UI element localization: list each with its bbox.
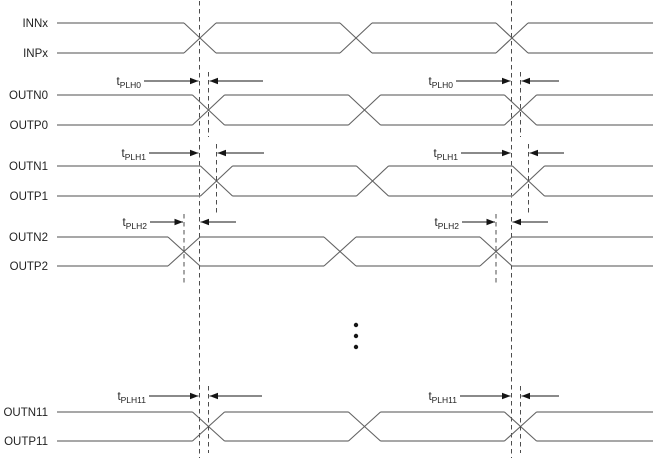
delay-label-tPLH0-left: tPLH0 — [117, 76, 142, 90]
waveform-INPx-edges — [183, 22, 529, 54]
signal-label-OUTN11: OUTN11 — [3, 407, 48, 419]
delay-label-tPLH2-left-arrow-forward-head — [174, 218, 183, 226]
delay-label-tPLH0-right-arrow-forward-head — [502, 77, 511, 85]
signal-label-OUTP1: OUTP1 — [10, 191, 48, 203]
delay-label-tPLH1-right: tPLH1 — [434, 148, 459, 162]
delay-label-tPLH11-right-arrow-forward-head — [502, 392, 511, 400]
waveform-OUTN1-levels — [57, 165, 653, 197]
delay-label-tPLH0-left-arrow-backward-head — [209, 77, 218, 85]
delay-label-tPLH2-left-arrow-backward-head — [200, 218, 209, 226]
signal-label-OUTP11: OUTP11 — [4, 436, 48, 448]
delay-label-tPLH2-left: tPLH2 — [123, 217, 148, 231]
waveform-OUTN2-levels — [57, 236, 653, 267]
delay-label-tPLH11-right-arrow-backward-head — [521, 392, 530, 400]
waveform-OUTN11-levels — [57, 411, 653, 442]
delay-label-tPLH2-right-arrow-forward-head — [486, 218, 495, 226]
waveform-OUTP2-levels — [57, 236, 653, 267]
delay-label-tPLH0-right: tPLH0 — [429, 76, 454, 90]
delay-label-tPLH0-left-arrow-forward-head — [190, 77, 199, 85]
waveform-OUTP1-edges — [200, 165, 545, 197]
signal-label-OUTN0: OUTN0 — [9, 90, 48, 102]
waveform-OUTP0-levels — [57, 94, 653, 126]
signal-label-OUTN1: OUTN1 — [9, 161, 48, 173]
signal-label-INPx: INPx — [23, 48, 48, 60]
delay-label-tPLH1-right-arrow-forward-head — [502, 149, 511, 157]
delay-label-tPLH1-left-arrow-forward-head — [190, 149, 199, 157]
waveform-OUTP11-levels — [57, 411, 653, 442]
delay-label-tPLH1-left: tPLH1 — [122, 148, 147, 162]
delay-label-tPLH0-right-arrow-backward-head — [521, 77, 530, 85]
signal-label-INNx: INNx — [22, 18, 48, 30]
waveform-OUTN0-levels — [57, 94, 653, 126]
waveform-INPx-levels — [57, 22, 653, 54]
ellipsis-dot-0 — [353, 322, 359, 328]
signal-label-OUTP0: OUTP0 — [10, 120, 48, 132]
waveform-OUTP11-edges — [192, 411, 537, 442]
delay-label-tPLH11-left-arrow-backward-head — [209, 392, 218, 400]
delay-label-tPLH1-right-arrow-backward-head — [529, 149, 538, 157]
waveform-OUTP1-levels — [57, 165, 653, 197]
delay-label-tPLH2-right: tPLH2 — [435, 217, 460, 231]
delay-label-tPLH11-left: tPLH11 — [117, 391, 146, 405]
delay-label-tPLH2-right-arrow-backward-head — [512, 218, 521, 226]
ellipsis-dot-1 — [353, 333, 359, 339]
waveform-OUTP2-edges — [167, 236, 513, 267]
delay-label-tPLH11-left-arrow-forward-head — [190, 392, 199, 400]
signal-label-OUTN2: OUTN2 — [9, 232, 48, 244]
delay-label-tPLH1-left-arrow-backward-head — [217, 149, 226, 157]
signal-label-OUTP2: OUTP2 — [10, 261, 48, 273]
ellipsis-dot-2 — [353, 344, 359, 350]
waveform-OUTP0-edges — [192, 94, 537, 126]
waveform-INNx-levels — [57, 22, 653, 54]
delay-label-tPLH11-right: tPLH11 — [428, 391, 457, 405]
